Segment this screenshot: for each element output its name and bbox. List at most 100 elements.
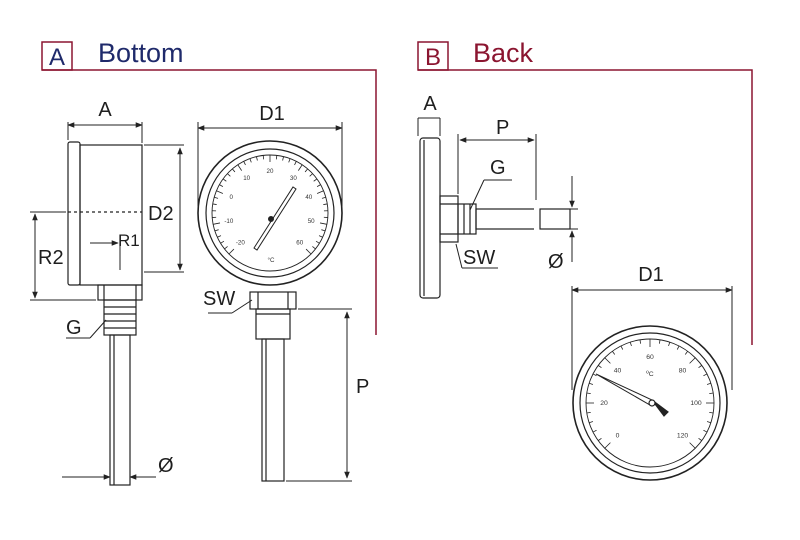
label-r1: R1 [118,231,140,250]
minor-tick [658,339,661,344]
minor-tick [222,178,227,182]
minor-tick [256,156,258,161]
minor-tick [612,350,616,355]
side-stem [109,334,131,486]
minor-tick [620,345,624,350]
minor-tick [220,240,225,244]
minor-tick [313,178,318,182]
scale-label: 0 [616,433,620,440]
minor-tick [323,203,328,205]
minor-tick [214,229,219,232]
back-thread [457,203,477,235]
scale-label: 20 [267,168,274,175]
section-a-title: Bottom [98,38,184,68]
side-housing-front-ring [67,141,81,286]
back-front-view [572,325,728,481]
major-tick [689,442,696,449]
front-bezel [205,148,335,278]
scale-label: 80 [679,367,687,374]
minor-tick [312,246,316,250]
bottom-front-view [197,140,343,482]
side-housing-body [79,144,143,286]
major-tick [237,164,242,171]
label-d1-back: D1 [638,264,664,286]
dial-ticks-back [586,339,714,449]
minor-tick [316,184,321,187]
label-diameter-back: Ø [548,251,564,273]
back-housing [419,137,441,299]
minor-tick [703,373,708,377]
minor-tick [589,421,594,424]
section-a-header: A Bottom [41,38,377,335]
section-b-title: Back [473,38,534,68]
sw-back-leader [455,243,463,269]
gauge-unit-back: ºC [646,371,653,378]
back-front-dimensions [571,286,733,390]
minor-tick [288,158,291,163]
scale-label: -10 [224,218,234,225]
section-a-frame-line [42,69,377,335]
minor-tick [668,342,671,347]
minor-tick [586,392,591,395]
scale-label: 50 [308,218,315,225]
front-outer-case [197,140,343,286]
back-outer-case [572,325,728,481]
back-stem [475,208,537,230]
section-b-header: B Back [417,38,753,345]
scale-label: 0 [229,194,233,201]
minor-tick [709,392,714,395]
gauge-unit-bottom: °C [268,257,275,264]
major-tick [604,357,611,364]
label-diameter-side: Ø [158,455,174,477]
label-a-back: A [423,93,437,115]
minor-tick [219,184,224,187]
minor-tick [698,437,703,441]
minor-tick [224,246,228,250]
minor-tick [698,365,703,369]
minor-tick [321,229,326,232]
dial-ticks-bottom [212,155,328,255]
minor-tick [589,382,594,385]
major-tick [228,248,235,255]
minor-tick [304,168,308,173]
label-d2: D2 [148,203,174,225]
back-side-dimensions [417,117,578,269]
minor-tick [597,437,602,441]
minor-tick [217,235,222,238]
side-thread [103,299,137,336]
minor-tick [709,411,714,414]
front-stem [261,338,285,482]
minor-tick [703,429,708,433]
minor-tick [318,235,323,238]
minor-tick [315,240,320,244]
section-b-letter: B [425,44,441,71]
back-side-view [419,137,571,299]
bottom-side-dimensions [30,122,184,480]
label-p-back: P [496,117,509,139]
minor-tick [321,196,326,199]
minor-tick [227,173,231,177]
minor-tick [706,382,711,385]
label-d1-bottom: D1 [259,103,285,125]
scale-label: 10 [243,175,250,182]
minor-tick [684,350,688,355]
back-hex-nut [439,195,459,243]
gauge-needle-bottom [253,186,297,251]
section-b-frame-line [418,69,753,345]
label-sw-bottom: SW [203,288,235,310]
minor-tick [706,421,711,424]
minor-tick [676,345,680,350]
label-g-back: G [490,157,506,179]
label-r2: R2 [38,247,64,269]
minor-tick [282,156,284,161]
label-p-bottom: P [356,376,369,398]
major-tick [319,222,327,225]
scale-label: -20 [236,240,246,247]
scale-label: 120 [677,433,689,440]
label-a: A [98,99,112,121]
label-sw-back: SW [463,247,495,269]
section-a-letter: A [49,44,65,71]
scale-label: 100 [690,400,702,407]
